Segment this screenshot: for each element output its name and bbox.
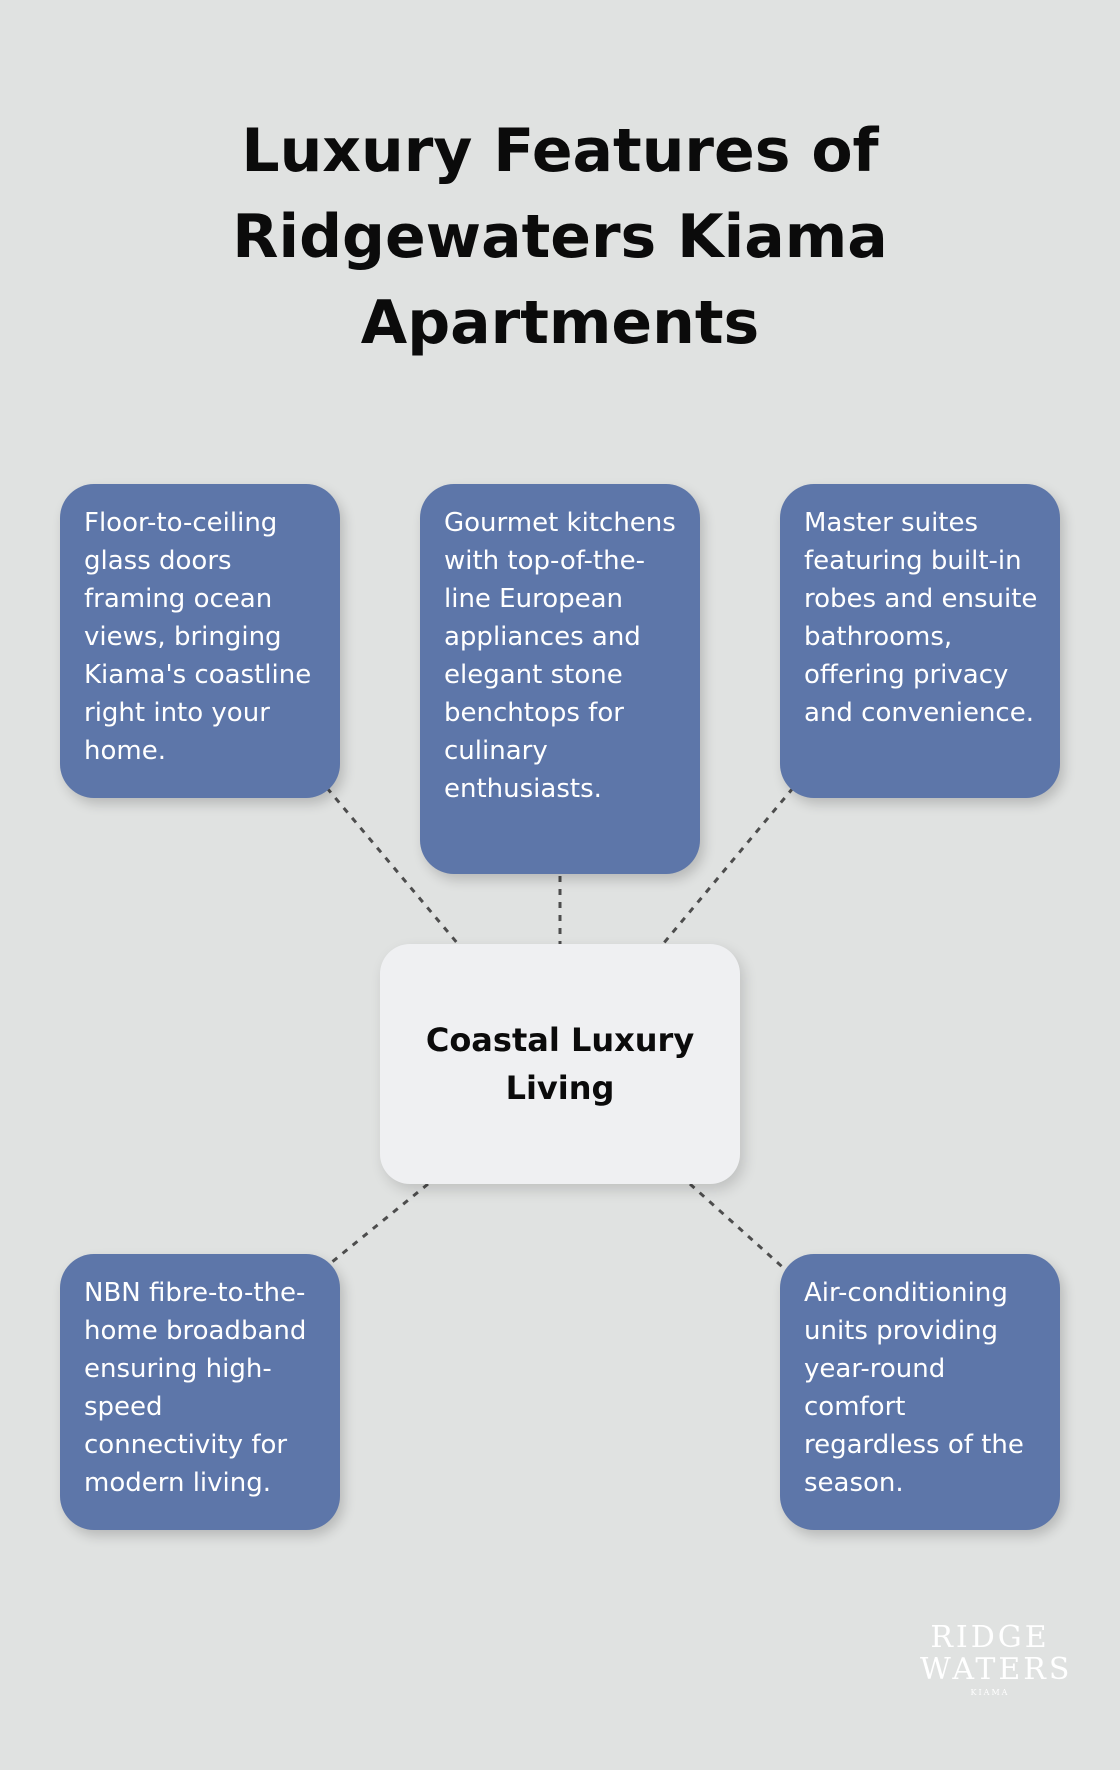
connector-line-bottom-right	[688, 1182, 790, 1274]
connector-line-top-right	[661, 787, 795, 945]
logo-line-ridge: RIDGE	[930, 1620, 1050, 1655]
feature-text: Master suites featuring built-in robes a…	[804, 508, 1038, 728]
logo-line-kiama: KIAMA	[970, 1688, 1010, 1697]
feature-box-nbn-broadband: NBN fibre-to-the-home broadband ensuring…	[60, 1254, 340, 1530]
center-node: Coastal Luxury Living	[380, 944, 740, 1184]
center-label: Coastal Luxury Living	[425, 1021, 695, 1107]
ridgewaters-logo: RIDGE WATERS KIAMA	[920, 1620, 1073, 1698]
feature-box-glass-doors: Floor-to-ceiling glass doors framing oce…	[60, 484, 340, 798]
feature-box-air-conditioning: Air-conditioning units providing year-ro…	[780, 1254, 1060, 1530]
feature-text: Floor-to-ceiling glass doors framing oce…	[84, 508, 312, 766]
connector-line-bottom-left	[331, 1182, 429, 1264]
feature-text: Gourmet kitchens with top-of-the-line Eu…	[444, 508, 676, 804]
feature-box-master-suites: Master suites featuring built-in robes a…	[780, 484, 1060, 798]
feature-box-gourmet-kitchens: Gourmet kitchens with top-of-the-line Eu…	[420, 484, 700, 874]
feature-text: NBN fibre-to-the-home broadband ensuring…	[84, 1278, 307, 1498]
connector-line-top-left	[325, 787, 460, 945]
feature-text: Air-conditioning units providing year-ro…	[804, 1278, 1024, 1498]
page-title: Luxury Features of Ridgewaters Kiama Apa…	[232, 116, 888, 358]
logo-line-waters: WATERS	[920, 1652, 1073, 1687]
